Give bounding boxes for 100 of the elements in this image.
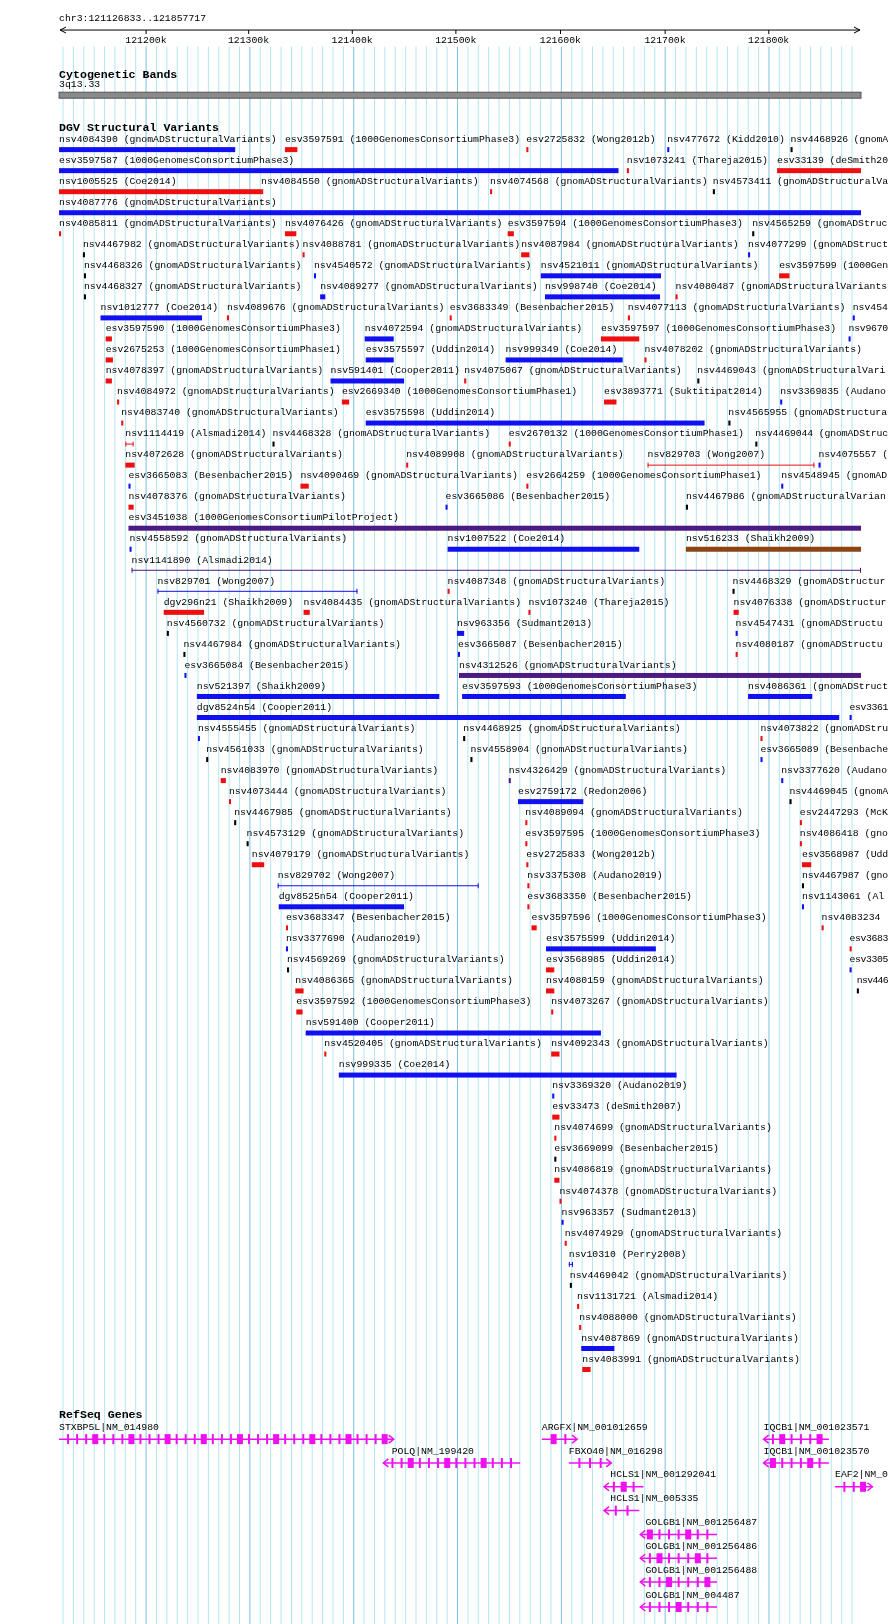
variant-label: nsv4074378 (gnomADStructuralVariants) bbox=[559, 1185, 777, 1198]
variant-label: nsv4086365 (gnomADStructuralVariants) bbox=[295, 975, 513, 988]
variant-label: nsv999335 (Coe2014) bbox=[338, 1059, 451, 1072]
variant-label: nsv4073444 (gnomADStructuralVariants) bbox=[228, 785, 447, 798]
variant-label: nsv4548945 (gnomAD bbox=[781, 470, 888, 483]
variant-label: esv3361 bbox=[849, 701, 888, 714]
gene-label: HCLS1|NM_001292041 bbox=[610, 1469, 717, 1482]
variant-label: nsv3369320 (Audano2019) bbox=[552, 1080, 688, 1093]
variant-label: nsv4089908 (gnomADStructuralVariants) bbox=[406, 449, 624, 462]
variant-label: esv3597590 (1000GenomesConsortiumPhase3) bbox=[105, 323, 341, 336]
gene-label: FBXO40|NM_016298 bbox=[568, 1445, 663, 1458]
variant-label: nsv4326429 (gnomADStructuralVariants) bbox=[508, 764, 727, 777]
variant-label: nsv4089277 (gnomADStructuralVariants) bbox=[320, 281, 538, 294]
gene-label: GOLGB1|NM_001256487 bbox=[645, 1517, 758, 1530]
variant-label: nsv829701 (Wong2007) bbox=[157, 575, 276, 588]
variant-label: nsv521397 (Shaikh2009) bbox=[196, 680, 327, 693]
variant-label: nsv4084390 (gnomADStructuralVariants) bbox=[59, 133, 277, 146]
variant-label: esv3597593 (1000GenomesConsortiumPhase3) bbox=[462, 680, 698, 693]
gene-label: IQCB1|NM_001023571 bbox=[763, 1421, 870, 1434]
variant-label: nsv4573411 (gnomADStructuralVa bbox=[712, 175, 888, 188]
variant-label: esv3568987 (Udd bbox=[801, 848, 888, 861]
variant-label: nsv4558904 (gnomADStructuralVariants) bbox=[470, 743, 688, 756]
variant-label: nsv446 bbox=[856, 975, 888, 988]
variant-label: esv33473 (deSmith2007) bbox=[552, 1101, 682, 1114]
variant-label: nsv4469044 (gnomADStruc bbox=[755, 428, 888, 441]
variant-label: nsv4468925 (gnomADStructuralVariants) bbox=[463, 722, 681, 735]
axis-tick-label: 121800k bbox=[748, 35, 790, 48]
genomic-position-text: chr3:121126833..121857717 bbox=[59, 12, 207, 25]
variant-label: nsv477672 (Kidd2010) bbox=[667, 133, 785, 146]
variant-label: nsv4086361 (gnomADStruct bbox=[748, 680, 888, 693]
variant-label: esv33139 (deSmith20 bbox=[777, 154, 888, 167]
track-title: DGV Structural Variants bbox=[59, 121, 220, 135]
variant-label: esv3665084 (Besenbacher2015) bbox=[184, 659, 350, 672]
variant-label: nsv591401 (Cooper2011) bbox=[330, 365, 460, 378]
variant-label: esv2669340 (1000GenomesConsortiumPhase1) bbox=[341, 386, 578, 399]
variant-label: nsv4312526 (gnomADStructuralVariants) bbox=[459, 659, 677, 672]
variant-label: esv3597599 (1000Gen bbox=[779, 260, 888, 273]
variant-label: nsv3377690 (Audano2019) bbox=[285, 933, 422, 946]
variant-label: nsv4520405 (gnomADStructuralVariants) bbox=[324, 1038, 542, 1051]
variant-label: nsv963356 (Sudmant2013) bbox=[456, 617, 593, 630]
variant-label: esv2759172 (Redon2006) bbox=[518, 785, 648, 798]
variant-label: nsv4558592 (gnomADStructuralVariants) bbox=[129, 533, 348, 546]
variant-label: nsv4086819 (gnomADStructuralVariants) bbox=[554, 1164, 772, 1177]
variant-label: nsv4080187 (gnomADStructu bbox=[735, 638, 883, 651]
variant-label: esv2664259 (1000GenomesConsortiumPhase1) bbox=[526, 470, 762, 483]
variant-label: nsv4467986 (gnomADStructuralVarian bbox=[685, 491, 886, 504]
variant-label: nsv4540572 (gnomADStructuralVariants) bbox=[313, 260, 532, 273]
variant-label: nsv4560732 (gnomADStructuralVariants) bbox=[166, 617, 385, 630]
variant-label: nsv1012777 (Coe2014) bbox=[100, 302, 219, 315]
gene-label: IQCB1|NM_001023570 bbox=[763, 1445, 870, 1458]
variant-label: nsv4469042 (gnomADStructuralVariants) bbox=[569, 1269, 788, 1282]
variant-label: esv3665086 (Besenbacher2015) bbox=[445, 491, 611, 504]
variant-label: nsv4076338 (gnomADStructur bbox=[733, 596, 887, 609]
variant-label: dgv8525n54 (Cooper2011) bbox=[278, 891, 414, 904]
gene-label: ARGFX|NM_001012659 bbox=[541, 1421, 648, 1434]
variant-label: nsv4087348 (gnomADStructuralVariants) bbox=[447, 575, 666, 588]
variant-label: nsv4547431 (gnomADStructu bbox=[735, 617, 883, 630]
variant-label: nsv4521011 (gnomADStructuralVariants) bbox=[540, 260, 759, 273]
variant-label: nsv4089676 (gnomADStructuralVariants) bbox=[226, 302, 445, 315]
variant-label: nsv4468326 (gnomADStructuralVariants) bbox=[83, 260, 302, 273]
variant-label: nsv829702 (Wong2007) bbox=[277, 870, 396, 882]
variant-label: nsv4565955 (gnomADStructura bbox=[728, 407, 888, 420]
variant-label: esv3575598 (Uddin2014) bbox=[365, 407, 496, 420]
variant-label: nsv4084972 (gnomADStructuralVariants) bbox=[117, 386, 335, 399]
variant-label: nsv4074699 (gnomADStructuralVariants) bbox=[554, 1122, 772, 1135]
gene-label: EAF2|NM_0 bbox=[835, 1469, 888, 1482]
variant-label: nsv1073240 (Thareja2015) bbox=[528, 596, 670, 609]
variant-label: nsv4088000 (gnomADStructuralVariants) bbox=[579, 1311, 797, 1324]
axis-tick-label: 121200k bbox=[125, 35, 167, 48]
variant-label: nsv4468327 (gnomADStructuralVariants) bbox=[83, 281, 302, 294]
track-title: Cytogenetic Bands bbox=[59, 67, 178, 81]
variant-label: nsv4080159 (gnomADStructuralVariants) bbox=[546, 975, 764, 988]
variant-label: nsv4083740 (gnomADStructuralVariants) bbox=[121, 407, 339, 420]
variant-label: nsv4467985 (gnomADStructuralVariants) bbox=[234, 806, 452, 819]
gene-label: STXBP5L|NM_014980 bbox=[59, 1421, 159, 1434]
variant-label: esv2670132 (1000GenomesConsortiumPhase1) bbox=[508, 428, 744, 441]
variant-label: nsv4468329 (gnomADStructur bbox=[732, 575, 886, 588]
variant-label: esv3568985 (Uddin2014) bbox=[546, 954, 676, 967]
variant-label: nsv4561033 (gnomADStructuralVariants) bbox=[206, 743, 424, 756]
variant-label: nsv4569269 (gnomADStructuralVariants) bbox=[287, 954, 505, 967]
axis-tick-label: 121400k bbox=[331, 35, 373, 48]
variant-label: nsv4077113 (gnomADStructuralVariants) bbox=[627, 302, 846, 315]
variant-label: esv2447293 (McK bbox=[799, 806, 888, 819]
variant-label: nsv4077299 (gnomADStruct bbox=[748, 239, 888, 252]
variant-label: nsv4079179 (gnomADStructuralVariants) bbox=[251, 848, 470, 861]
variant-label: esv3683350 (Besenbacher2015) bbox=[527, 891, 692, 904]
variant-label: nsv4565259 (gnomADStruc bbox=[752, 218, 888, 230]
variant-label: nsv1005525 (Coe2014) bbox=[59, 175, 177, 188]
variant-label: nsv4084550 (gnomADStructuralVariants) bbox=[261, 175, 479, 188]
variant-label: esv3451038 (1000GenomesConsortiumPilotProject) bbox=[128, 512, 399, 525]
variant-label: esv3597594 (1000GenomesConsortiumPhase3) bbox=[507, 218, 743, 230]
variant-label: nsv4090469 (gnomADStructuralVariants) bbox=[300, 470, 518, 483]
variant-label: nsv591400 (Cooper2011) bbox=[305, 1017, 435, 1030]
axis-tick-label: 121300k bbox=[227, 35, 270, 48]
variant-label: nsv516233 (Shaikh2009) bbox=[685, 533, 816, 546]
variant-label: nsv4469045 (gnomA bbox=[789, 785, 888, 798]
variant-label: nsv4080487 (gnomADStructuralVariants bbox=[675, 281, 888, 294]
variant-label: esv3683349 (Besenbacher2015) bbox=[449, 302, 615, 315]
variant-label: nsv9670 bbox=[848, 323, 888, 336]
variant-label: nsv963357 (Sudmant2013) bbox=[561, 1206, 697, 1219]
